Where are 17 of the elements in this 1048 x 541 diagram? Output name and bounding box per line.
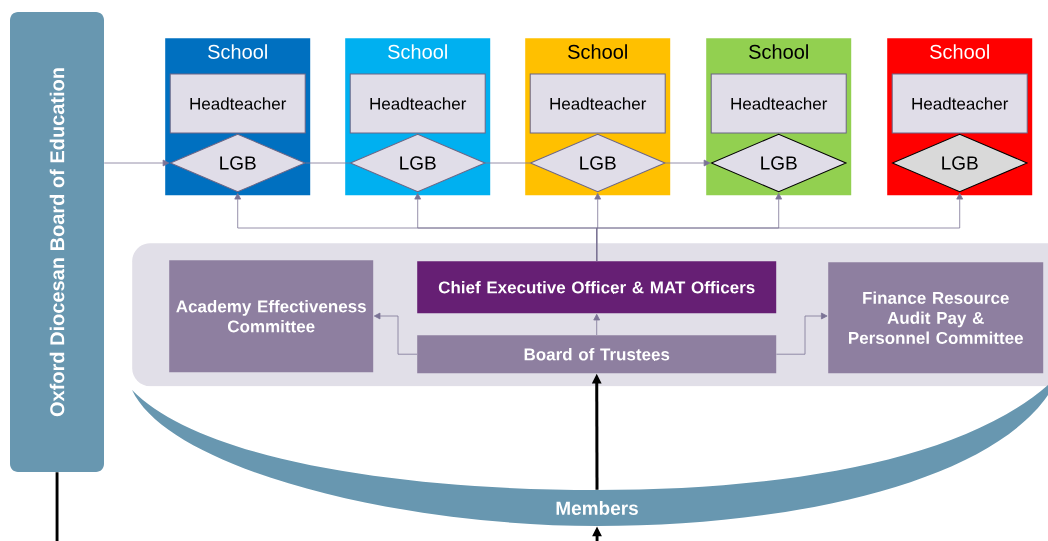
committee-box: Academy Effectiveness Committee [169, 260, 374, 373]
arrow [596, 193, 964, 262]
headteacher-box: Headteacher [529, 73, 666, 134]
arrow [103, 159, 170, 167]
board-bar: Oxford Diocesan Board of Education [10, 12, 104, 472]
committee-box: Finance Resource Audit Pay & Personnel Committee [828, 262, 1044, 374]
trustees-box: Board of Trustees [417, 335, 777, 374]
arrow [593, 313, 601, 336]
headteacher-box: Headteacher [891, 73, 1028, 134]
arrow [665, 159, 711, 167]
headteacher-box: Headteacher [169, 73, 306, 134]
officer-box: Chief Executive Officer & MAT Officers [417, 261, 777, 314]
headteacher-box: Headteacher [710, 73, 847, 134]
headteacher-box: Headteacher [349, 73, 486, 134]
arrow [776, 312, 828, 355]
members-band: Members [132, 385, 1048, 526]
arrow [373, 312, 418, 355]
